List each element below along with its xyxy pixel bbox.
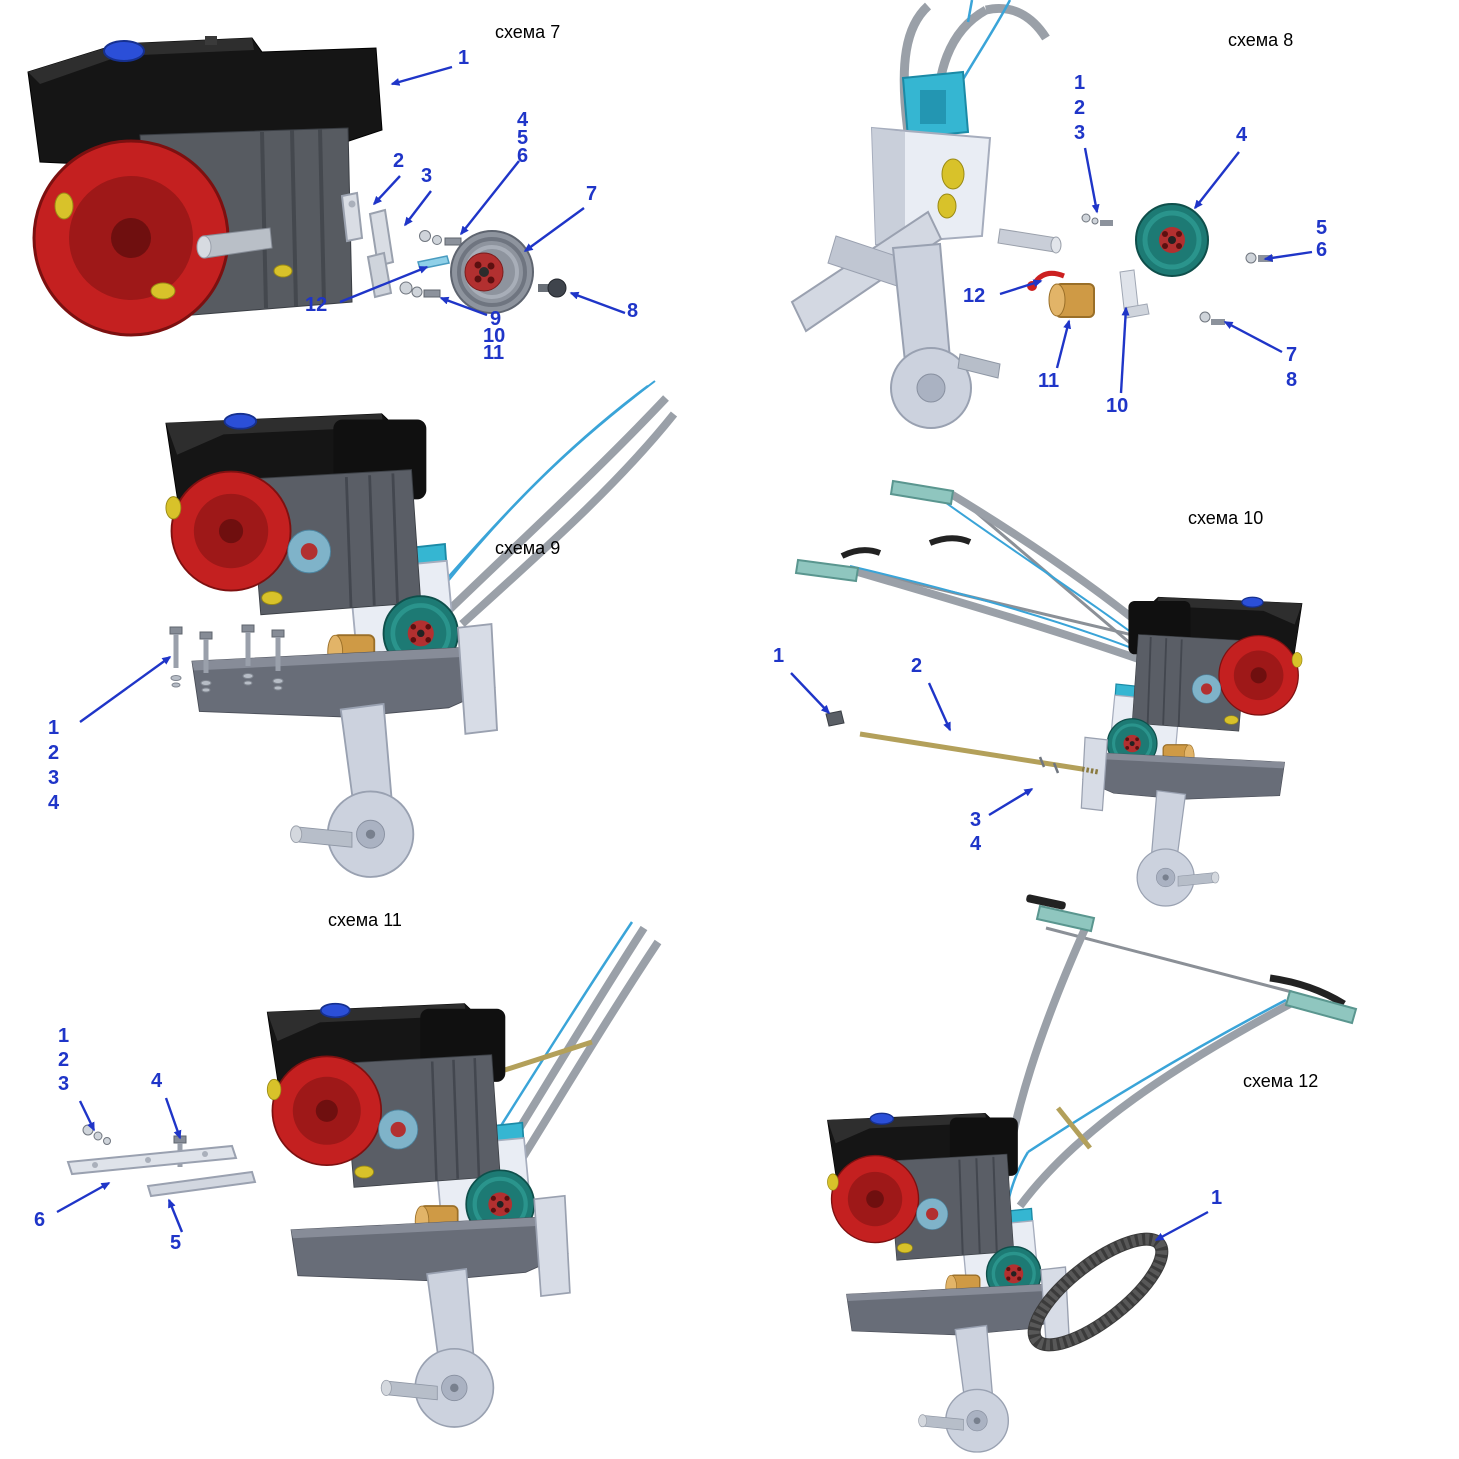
callout-s8-1: 1 [1074, 72, 1086, 94]
callout-s9-3: 3 [48, 767, 60, 789]
callout-s8-7: 7 [1286, 344, 1298, 366]
callout-arrow [1119, 306, 1130, 394]
machine-illustration-schema10 [794, 479, 1304, 908]
callout-s9-4: 4 [48, 792, 60, 814]
panel-title-schema8: схема 8 [1228, 30, 1294, 50]
callout-s7-1: 1 [458, 47, 470, 69]
callout-s11-3: 3 [58, 1073, 70, 1095]
callout-s8-4: 4 [1236, 124, 1248, 146]
callout-s11-4: 4 [151, 1070, 163, 1092]
panel-title-schema9: схема 9 [495, 538, 561, 558]
callout-s11-2: 2 [58, 1049, 70, 1071]
callout-arrow [999, 279, 1043, 296]
callout-s10-4: 4 [970, 833, 982, 855]
panel-title-schema12: схема 12 [1243, 1071, 1319, 1091]
callout-arrow [927, 682, 952, 732]
callout-arrow [988, 787, 1034, 817]
callout-s7-12: 12 [305, 294, 328, 316]
callout-arrow [460, 160, 520, 236]
callout-arrow [56, 1181, 111, 1214]
callout-arrow [79, 656, 172, 723]
callout-s11-1: 1 [58, 1025, 70, 1047]
callout-arrow [1223, 320, 1283, 354]
callout-arrow [1263, 250, 1313, 262]
callout-s10-2: 2 [911, 655, 923, 677]
engine-illustration-schema7 [27, 36, 383, 337]
callout-s11-6: 6 [34, 1209, 46, 1231]
callout-s7-7: 7 [586, 183, 598, 205]
machine-illustration-schema11 [66, 921, 662, 1427]
callout-arrow [339, 265, 429, 304]
callout-arrow [1083, 147, 1100, 214]
callout-arrow [439, 296, 488, 317]
callout-s10-3: 3 [970, 809, 982, 831]
callout-s9-1: 1 [48, 717, 60, 739]
callout-arrow [167, 1198, 184, 1233]
callout-arrow [372, 175, 401, 206]
parts-illustration-schema7 [340, 191, 567, 314]
callout-s8-2: 2 [1074, 97, 1086, 119]
panel-title-schema7: схема 7 [495, 22, 561, 42]
callout-arrow [1055, 319, 1072, 369]
machine-illustration-schema9 [166, 380, 678, 877]
callout-s7-2: 2 [393, 150, 405, 172]
callout-arrow [404, 190, 432, 227]
machine-illustration-schema8 [790, 0, 1273, 429]
callout-s7-9: 9 [490, 308, 502, 330]
callout-s8-3: 3 [1074, 122, 1086, 144]
drive-belt [1027, 1232, 1169, 1352]
callout-arrow [164, 1097, 182, 1140]
callout-arrows [56, 65, 1313, 1242]
mount-bolts [169, 624, 285, 693]
callout-arrow [1154, 1210, 1209, 1242]
callout-s8-5: 5 [1316, 217, 1328, 239]
callout-s8-10: 10 [1106, 395, 1129, 417]
callout-arrow [569, 291, 626, 315]
callout-s8-6: 6 [1316, 239, 1328, 261]
callout-s7-11: 11 [483, 342, 505, 364]
callout-arrow [790, 672, 831, 715]
callout-s7-4: 4 [517, 109, 529, 131]
callout-s8-8: 8 [1286, 369, 1298, 391]
callout-s7-3: 3 [421, 165, 433, 187]
callout-s7-6: 6 [517, 145, 529, 167]
panel-title-schema10: схема 10 [1188, 508, 1264, 528]
callout-s7-8: 8 [627, 300, 639, 322]
callout-s9-2: 2 [48, 742, 60, 764]
callout-arrow [78, 1100, 96, 1132]
callout-s10-1: 1 [773, 645, 785, 667]
callout-s11-5: 5 [170, 1232, 182, 1254]
callout-s7-5: 5 [517, 127, 529, 149]
callout-s8-11: 11 [1038, 370, 1060, 392]
callout-arrow [523, 207, 585, 252]
panel-title-schema11: схема 11 [328, 910, 402, 930]
callout-s12-1: 1 [1211, 1187, 1223, 1209]
callout-arrow [1194, 151, 1240, 210]
machine-illustration-schema12 [825, 894, 1358, 1454]
callout-arrow [390, 65, 453, 86]
callout-s7-10: 10 [483, 325, 506, 347]
callout-s8-12: 12 [963, 285, 986, 307]
